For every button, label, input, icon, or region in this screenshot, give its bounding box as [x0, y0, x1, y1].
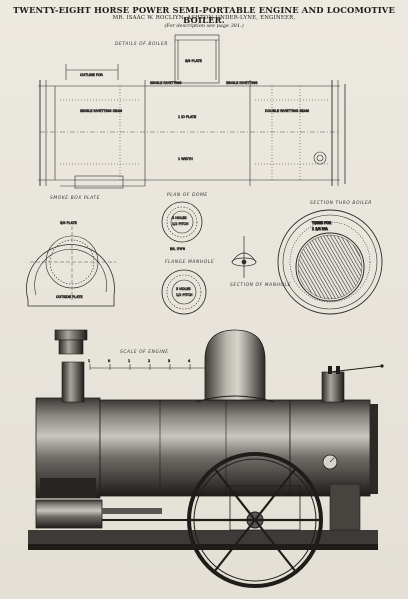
smoke-box-plate-drawing: 5/8 PLATE OUTSIDE PLATE [26, 221, 116, 307]
page-title: TWENTY-EIGHT HORSE POWER SEMI-PORTABLE E… [13, 5, 395, 25]
section-of-manhole-drawing [231, 236, 257, 278]
scale-tick-label: 4 [188, 359, 190, 363]
svg-text:1 WIDTH: 1 WIDTH [178, 157, 193, 161]
engineer-credit: MR. ISAAC W. ROCLIYN, ASHTON-UNDER-LYNE,… [112, 15, 296, 21]
svg-text:3 HOLES: 3 HOLES [176, 287, 191, 291]
svg-text:1 1/4 DIA: 1 1/4 DIA [312, 227, 328, 231]
section-of-manhole-label: SECTION OF MANHOLE [230, 283, 291, 288]
plan-of-dome-drawing: 3 HOLES 1/2 PITCH BR. 5'6'8 [161, 201, 203, 251]
section-thro-boiler-label: SECTION THRO BOILER [310, 201, 373, 206]
svg-text:BR. 5'6'8: BR. 5'6'8 [170, 247, 185, 251]
flywheel [187, 452, 323, 588]
safety-valve [321, 371, 345, 403]
scale-tick-label: 1 [88, 359, 90, 363]
scale-tick-label: 3 [168, 359, 170, 363]
boiler-elevation-drawing: OUTLINE FOR SINGLE RIVETTING SEAM DOUBLE… [38, 34, 346, 189]
pump [329, 483, 361, 531]
smoke-box-plate-label: SMOKE BOX PLATE [50, 196, 101, 201]
svg-text:OUTLINE FOR: OUTLINE FOR [80, 73, 103, 77]
svg-text:3/8 PLATE: 3/8 PLATE [185, 59, 202, 63]
smokebox [289, 399, 371, 497]
scale-bar: 1 0 1 2 3 4 5 [88, 359, 210, 370]
plan-of-dome-label: PLAN OF DOME [167, 193, 208, 198]
svg-text:SINGLE RIVETTING: SINGLE RIVETTING [150, 81, 182, 85]
svg-text:DOUBLE RIVETTING SEAM: DOUBLE RIVETTING SEAM [265, 109, 309, 113]
boiler-section-drawing: TUBES FOR 1 1/4 DIA [277, 209, 383, 315]
steam-dome [204, 329, 266, 401]
svg-text:1 ID PLATE: 1 ID PLATE [178, 115, 196, 119]
engine-elevation [28, 329, 384, 588]
flange-manhole-drawing: 3 HOLES 1/2 PITCH [161, 269, 207, 315]
svg-text:TUBES FOR: TUBES FOR [311, 221, 332, 225]
dome-outline [174, 34, 220, 84]
scale-of-engine-label: SCALE OF ENGINE [120, 350, 169, 355]
scale-tick-label: 2 [148, 359, 150, 363]
engine-bed [28, 530, 378, 544]
boiler-barrel [99, 399, 291, 497]
svg-text:1/2 PITCH: 1/2 PITCH [172, 222, 189, 226]
svg-text:SINGLE RIVETTING SEAM: SINGLE RIVETTING SEAM [80, 109, 122, 113]
cylinder [35, 499, 103, 529]
svg-text:3 HOLES: 3 HOLES [172, 216, 187, 220]
flange-manhole-label: FLANGE MANHOLE [165, 260, 215, 265]
description-reference: (For description see page 381.) [164, 23, 244, 29]
svg-text:5/8 PLATE: 5/8 PLATE [60, 221, 77, 225]
chimney [61, 361, 85, 403]
svg-text:1/2 PITCH: 1/2 PITCH [176, 293, 193, 297]
svg-text:OUTSIDE PLATE: OUTSIDE PLATE [56, 295, 83, 299]
scale-tick-label: 1 [128, 359, 130, 363]
svg-text:SINGLE RIVETTING: SINGLE RIVETTING [226, 81, 258, 85]
scale-tick-label: 0 [108, 359, 110, 363]
details-of-boiler-label: DETAILS OF BOILER [115, 42, 168, 47]
